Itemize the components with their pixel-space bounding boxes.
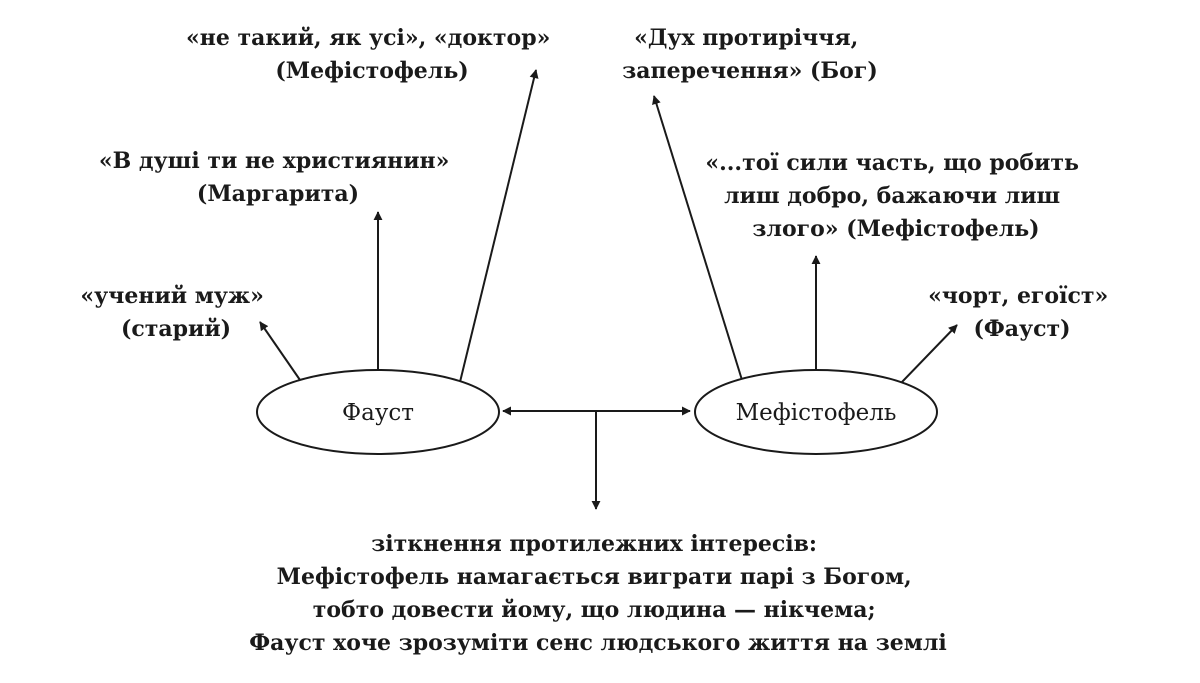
conflict-text: зіткнення протилежних інтересів: Мефісто… <box>249 531 946 656</box>
faust-middle-label: «В душі ти не християнин» (Маргарита) <box>99 148 457 207</box>
node-faust-label: Фауст <box>342 400 414 426</box>
mephisto-top-label: «Дух протиріччя, заперечення» (Бог) <box>622 25 878 84</box>
faust-left-label: «учений муж» (старий) <box>80 283 271 342</box>
node-mephisto: Мефістофель <box>694 369 938 455</box>
arrow-mephisto-to-right <box>901 324 958 383</box>
arrow-mephisto-to-top <box>652 95 743 381</box>
mephisto-middle-label: «...тої сили часть, що робить лиш добро,… <box>705 150 1086 242</box>
node-faust: Фауст <box>256 369 500 455</box>
node-mephisto-label: Мефістофель <box>736 400 897 426</box>
arrow-faust-to-top <box>459 69 539 383</box>
mephisto-right-label: «чорт, егоїст» (Фауст) <box>928 283 1116 342</box>
arrow-faust-to-left <box>259 321 301 381</box>
faust-top-label: «не такий, як усі», «доктор» (Мефістофел… <box>186 25 558 84</box>
